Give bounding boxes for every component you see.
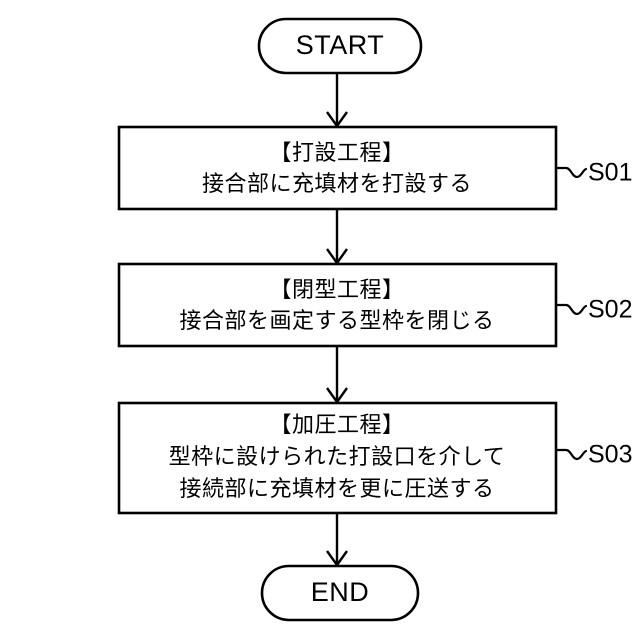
start-label: START [296,30,385,60]
connector-start-to-step1 [326,73,348,129]
start-terminal-shape [257,17,423,75]
end-label: END [311,577,370,607]
step3-id-label: S03 [588,441,632,469]
step3-id-leader [554,448,588,461]
step3-box-shape [117,401,558,515]
step2-line-1: 【閉型工程】 [269,278,404,303]
step2-box-shape [117,262,558,348]
step3-line-3: 接続部に充填材を更に圧送する [179,477,494,502]
step1-box-shape [117,125,558,211]
end-terminal-shape [260,564,420,622]
step3-line-1: 【加圧工程】 [269,413,404,438]
step3-line-2: 型枠に設けられた打設口を介して [169,445,506,470]
step1-line-2: 接合部に充填材を打設する [202,172,472,197]
node-start[interactable]: START [257,17,423,75]
node-step2[interactable]: 【閉型工程】 接合部を画定する型枠を閉じる [117,262,558,348]
step2-id-label: S02 [588,296,632,324]
connector-step3-to-end [326,513,348,568]
step2-id-leader [554,303,588,316]
node-step3[interactable]: 【加圧工程】 型枠に設けられた打設口を介して 接続部に充填材を更に圧送する [117,401,558,515]
step2-line-2: 接合部を画定する型枠を閉じる [179,309,494,334]
step1-id-label: S01 [588,159,632,187]
step1-id-leader [554,166,588,179]
node-step1[interactable]: 【打設工程】 接合部に充填材を打設する [117,125,558,211]
step1-line-1: 【打設工程】 [269,141,404,166]
connector-step2-to-step3 [326,346,348,405]
node-end[interactable]: END [260,564,420,622]
connector-step1-to-step2 [326,209,348,266]
